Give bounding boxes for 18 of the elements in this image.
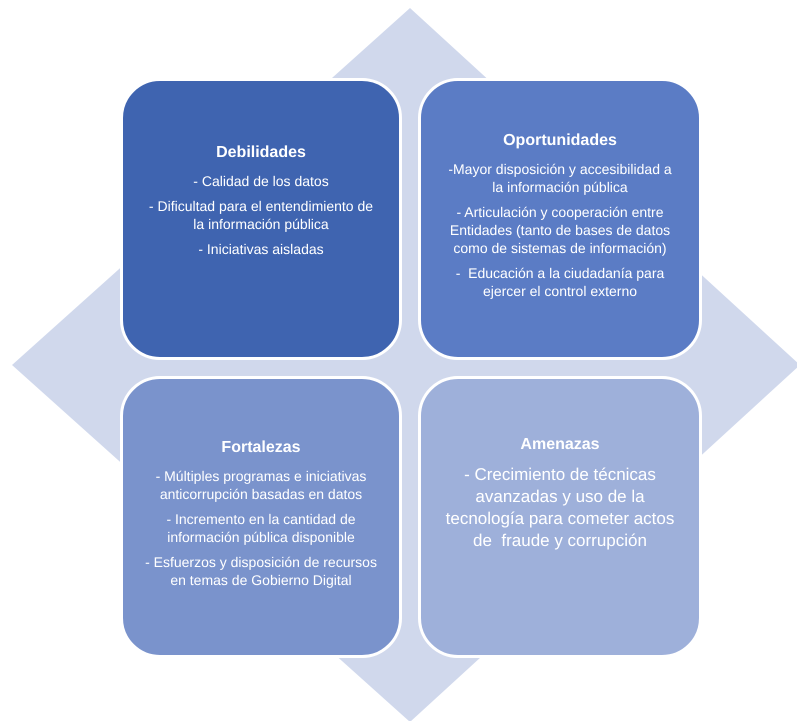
bullet-text: - Iniciativas aisladas [197,240,325,258]
bullet-text: - Esfuerzos y disposición de recursos en temas de Gobierno Digital [145,552,377,588]
bullet-text: - Incremento en la cantidad de información pública disponible [165,510,357,546]
bullet-text: - Crecimiento de técnicas avanzadas y uso de la tecnología para cometer actos de fraude y corrupción [444,464,676,552]
quadrant-heading: Amenazas [519,436,601,454]
bullet-text: -Mayor disposición y accesibilidad a la información pública [447,160,673,196]
quadrant-heading: Oportunidades [502,132,618,150]
quadrant-card [418,78,702,360]
quadrant-heading: Fortalezas [220,438,302,456]
quadrant-heading: Debilidades [215,144,307,162]
bullet-text: - Articulación y cooperación entre Entidades (tanto de bases de datos como de sistemas de información) [448,202,672,256]
quadrant-card [120,376,402,658]
quadrant-card [120,78,402,360]
bullet-text: - Educación a la ciudadanía para ejercer el control externo [454,264,666,300]
bullet-text: - Calidad de los datos [192,172,330,190]
bullet-text: - Múltiples programas e iniciativas anticorrupción basadas en datos [154,466,368,502]
quadrant-card [418,376,702,658]
bullet-text: - Dificultad para el entendimiento de la información pública [148,196,374,232]
